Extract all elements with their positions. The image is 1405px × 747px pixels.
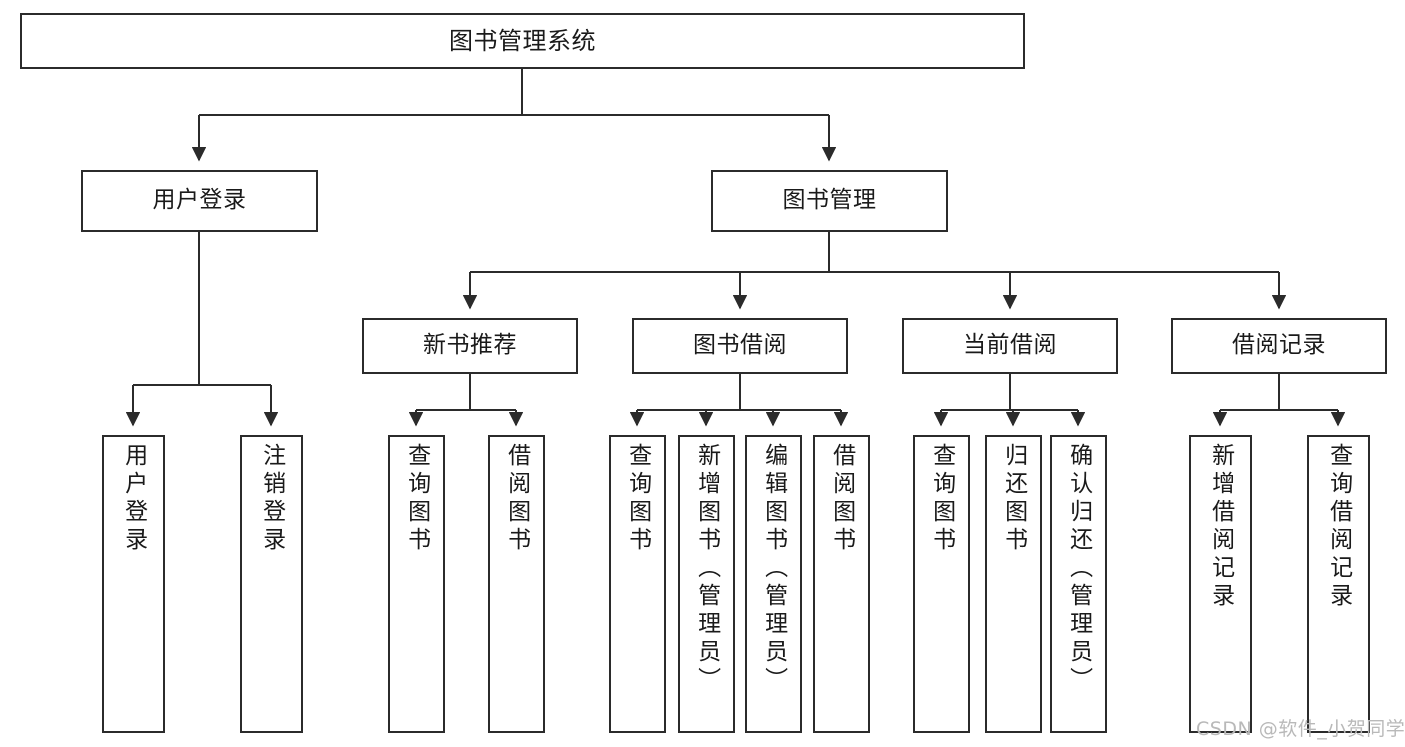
node-leaf-query-record-label: 查询借阅记录 — [1325, 443, 1352, 611]
node-leaf-query-book-borrow[interactable]: 查询图书 — [609, 435, 666, 733]
node-leaf-add-book[interactable]: 新增图书（管理员） — [678, 435, 735, 733]
node-book-borrow-label: 图书借阅 — [693, 332, 787, 359]
node-new-book-rec-label: 新书推荐 — [423, 332, 517, 359]
node-root[interactable]: 图书管理系统 — [20, 13, 1025, 69]
node-leaf-add-book-label: 新增图书（管理员） — [693, 443, 720, 695]
node-book-manage-label: 图书管理 — [782, 187, 877, 214]
node-leaf-user-login-label: 用户登录 — [120, 443, 147, 555]
node-leaf-edit-book[interactable]: 编辑图书（管理员） — [745, 435, 802, 733]
node-leaf-edit-book-label: 编辑图书（管理员） — [760, 443, 787, 695]
node-new-book-rec[interactable]: 新书推荐 — [362, 318, 578, 374]
node-leaf-query-book-rec[interactable]: 查询图书 — [388, 435, 445, 733]
node-leaf-user-logout-label: 注销登录 — [258, 443, 285, 555]
node-leaf-query-book-borrow-label: 查询图书 — [624, 443, 651, 555]
node-leaf-query-book-rec-label: 查询图书 — [403, 443, 430, 555]
node-current-borrow[interactable]: 当前借阅 — [902, 318, 1118, 374]
node-borrow-record[interactable]: 借阅记录 — [1171, 318, 1387, 374]
node-leaf-query-book-current[interactable]: 查询图书 — [913, 435, 970, 733]
node-leaf-add-record[interactable]: 新增借阅记录 — [1189, 435, 1252, 733]
node-book-manage[interactable]: 图书管理 — [711, 170, 948, 232]
node-borrow-record-label: 借阅记录 — [1232, 332, 1326, 359]
node-user-login[interactable]: 用户登录 — [81, 170, 318, 232]
node-leaf-borrow-book-rec-label: 借阅图书 — [503, 443, 530, 555]
csdn-watermark: CSDN @软件_小贺同学 — [1196, 718, 1405, 740]
node-leaf-user-login[interactable]: 用户登录 — [102, 435, 165, 733]
node-book-borrow[interactable]: 图书借阅 — [632, 318, 848, 374]
node-leaf-user-logout[interactable]: 注销登录 — [240, 435, 303, 733]
node-root-label: 图书管理系统 — [449, 26, 596, 55]
node-leaf-return-book[interactable]: 归还图书 — [985, 435, 1042, 733]
node-current-borrow-label: 当前借阅 — [963, 332, 1057, 359]
node-leaf-borrow-book-label: 借阅图书 — [828, 443, 855, 555]
node-user-login-label: 用户登录 — [152, 187, 247, 214]
node-leaf-borrow-book-rec[interactable]: 借阅图书 — [488, 435, 545, 733]
node-leaf-borrow-book[interactable]: 借阅图书 — [813, 435, 870, 733]
node-leaf-confirm-return-label: 确认归还（管理员） — [1065, 443, 1092, 695]
node-leaf-query-record[interactable]: 查询借阅记录 — [1307, 435, 1370, 733]
node-leaf-add-record-label: 新增借阅记录 — [1207, 443, 1234, 611]
node-leaf-return-book-label: 归还图书 — [1000, 443, 1027, 555]
node-leaf-confirm-return[interactable]: 确认归还（管理员） — [1050, 435, 1107, 733]
node-leaf-query-book-current-label: 查询图书 — [928, 443, 955, 555]
